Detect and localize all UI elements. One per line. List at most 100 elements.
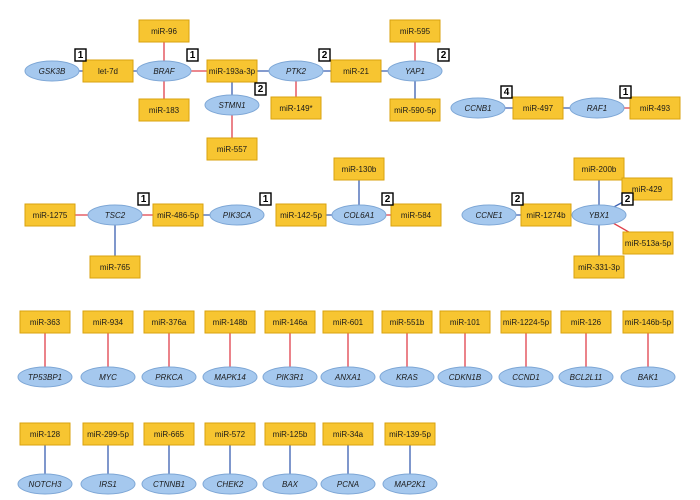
mirna-label: miR-130b — [342, 165, 377, 174]
mirna-node-mir-601[interactable]: miR-601 — [322, 310, 374, 334]
mirna-label: let-7d — [98, 67, 118, 76]
mirna-node-mir-590-5p[interactable]: miR-590-5p — [389, 98, 441, 122]
gene-node-chek2[interactable]: CHEK2 — [202, 473, 258, 495]
mirna-label: miR-376a — [152, 318, 187, 327]
gene-node-yap1[interactable]: YAP1 — [387, 60, 443, 82]
badge-count: 1 — [190, 50, 196, 61]
mirna-label: miR-183 — [149, 106, 180, 115]
gene-label: PIK3R1 — [276, 373, 304, 382]
gene-node-irs1[interactable]: IRS1 — [80, 473, 136, 495]
count-badge-ptk2: 2 — [318, 48, 331, 62]
mirna-node-mir-128[interactable]: miR-128 — [19, 422, 71, 446]
mirna-node-mir-1224-5p[interactable]: miR-1224-5p — [500, 310, 552, 334]
gene-label: PCNA — [337, 480, 359, 489]
mirna-node-mir-149star[interactable]: miR-149* — [270, 96, 322, 120]
mirna-node-mir-101[interactable]: miR-101 — [439, 310, 491, 334]
gene-node-anxa1[interactable]: ANXA1 — [320, 366, 376, 388]
gene-node-tsc2[interactable]: TSC2 — [87, 204, 143, 226]
mirna-node-mir-299-5p[interactable]: miR-299-5p — [82, 422, 134, 446]
gene-label: MAP2K1 — [394, 480, 426, 489]
mirna-node-mir-200b[interactable]: miR-200b — [573, 157, 625, 181]
gene-node-prkca[interactable]: PRKCA — [141, 366, 197, 388]
mirna-node-mir-146b-5p[interactable]: miR-146b-5p — [622, 310, 674, 334]
gene-node-ccnb1[interactable]: CCNB1 — [450, 97, 506, 119]
mirna-node-mir-183[interactable]: miR-183 — [138, 98, 190, 122]
mirna-box — [143, 310, 195, 334]
mirna-node-mir-331-3p[interactable]: miR-331-3p — [573, 255, 625, 279]
mirna-node-mir-363[interactable]: miR-363 — [19, 310, 71, 334]
gene-node-pik3r1[interactable]: PIK3R1 — [262, 366, 318, 388]
gene-node-stmn1[interactable]: STMN1 — [204, 94, 260, 116]
mirna-node-mir-34a[interactable]: miR-34a — [322, 422, 374, 446]
gene-node-ptk2[interactable]: PTK2 — [268, 60, 324, 82]
mirna-node-mir-665[interactable]: miR-665 — [143, 422, 195, 446]
mirna-node-mir-21[interactable]: miR-21 — [330, 59, 382, 83]
gene-label: CDKN1B — [449, 373, 482, 382]
gene-node-ccnd1[interactable]: CCND1 — [498, 366, 554, 388]
mirna-box — [389, 98, 441, 122]
mirna-node-mir-130b[interactable]: miR-130b — [333, 157, 385, 181]
mirna-node-mir-96[interactable]: miR-96 — [138, 19, 190, 43]
gene-node-col6a1[interactable]: COL6A1 — [331, 204, 387, 226]
badge-box — [511, 192, 524, 206]
mirna-node-mir-934[interactable]: miR-934 — [82, 310, 134, 334]
mirna-box — [143, 422, 195, 446]
mirna-node-mir-148b[interactable]: miR-148b — [204, 310, 256, 334]
gene-node-raf1[interactable]: RAF1 — [569, 97, 625, 119]
mirna-node-let-7d[interactable]: let-7d — [82, 59, 134, 83]
gene-node-bak1[interactable]: BAK1 — [620, 366, 676, 388]
mirna-node-mir-125b[interactable]: miR-125b — [264, 422, 316, 446]
gene-node-braf[interactable]: BRAF — [136, 60, 192, 82]
gene-node-pcna[interactable]: PCNA — [320, 473, 376, 495]
gene-node-map2k1[interactable]: MAP2K1 — [382, 473, 438, 495]
gene-node-tp53bp1[interactable]: TP53BP1 — [17, 366, 73, 388]
mirna-node-mir-376a[interactable]: miR-376a — [143, 310, 195, 334]
mirna-box — [204, 422, 256, 446]
mirna-node-mir-142-5p[interactable]: miR-142-5p — [275, 203, 327, 227]
mirna-node-mir-595[interactable]: miR-595 — [389, 19, 441, 43]
gene-ellipse — [331, 204, 387, 226]
gene-node-ctnnb1[interactable]: CTNNB1 — [141, 473, 197, 495]
mirna-box — [264, 310, 316, 334]
gene-node-ybx1[interactable]: YBX1 — [571, 204, 627, 226]
gene-node-myc[interactable]: MYC — [80, 366, 136, 388]
mirna-box — [389, 19, 441, 43]
gene-node-pik3ca[interactable]: PIK3CA — [209, 204, 265, 226]
gene-node-mapk14[interactable]: MAPK14 — [202, 366, 258, 388]
gene-node-bax[interactable]: BAX — [262, 473, 318, 495]
mirna-box — [19, 422, 71, 446]
gene-ellipse — [262, 366, 318, 388]
mirna-node-mir-497[interactable]: miR-497 — [512, 96, 564, 120]
mirna-node-mir-572[interactable]: miR-572 — [204, 422, 256, 446]
gene-node-ccne1[interactable]: CCNE1 — [461, 204, 517, 226]
mirna-node-mir-429[interactable]: miR-429 — [621, 177, 673, 201]
mirna-node-mir-1275[interactable]: miR-1275 — [24, 203, 76, 227]
mirna-box — [381, 310, 433, 334]
mirna-node-mir-584[interactable]: miR-584 — [390, 203, 442, 227]
mirna-node-mir-486-5p[interactable]: miR-486-5p — [152, 203, 204, 227]
mirna-node-mir-551b[interactable]: miR-551b — [381, 310, 433, 334]
gene-label: IRS1 — [99, 480, 117, 489]
mirna-node-mir-126[interactable]: miR-126 — [560, 310, 612, 334]
gene-node-bcl2l11[interactable]: BCL2L11 — [558, 366, 614, 388]
mirna-node-mir-513a-5p[interactable]: miR-513a-5p — [622, 231, 674, 255]
mirna-label: miR-765 — [100, 263, 131, 272]
mirna-node-mir-557[interactable]: miR-557 — [206, 137, 258, 161]
mirna-node-mir-139-5p[interactable]: miR-139-5p — [384, 422, 436, 446]
gene-node-gsk3b[interactable]: GSK3B — [24, 60, 80, 82]
badge-count: 1 — [78, 50, 84, 61]
mirna-node-mir-765[interactable]: miR-765 — [89, 255, 141, 279]
mirna-label: miR-146a — [273, 318, 308, 327]
gene-node-kras[interactable]: KRAS — [379, 366, 435, 388]
mirna-node-mir-193a-3p[interactable]: miR-193a-3p — [206, 59, 258, 83]
gene-ellipse — [382, 473, 438, 495]
gene-ellipse — [80, 366, 136, 388]
mirna-node-mir-146a[interactable]: miR-146a — [264, 310, 316, 334]
gene-node-notch3[interactable]: NOTCH3 — [17, 473, 73, 495]
mirna-label: miR-551b — [390, 318, 425, 327]
badge-box — [259, 192, 272, 206]
mirna-node-mir-1274b[interactable]: miR-1274b — [520, 203, 572, 227]
gene-label: YBX1 — [589, 211, 609, 220]
mirna-node-mir-493[interactable]: miR-493 — [629, 96, 681, 120]
gene-node-cdkn1b[interactable]: CDKN1B — [437, 366, 493, 388]
